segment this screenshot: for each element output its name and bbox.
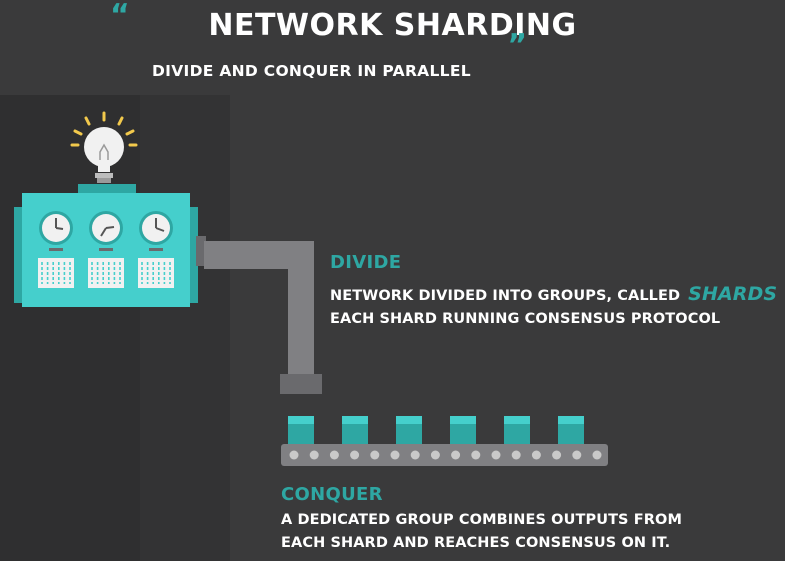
clock-gauge-icon [39, 211, 73, 251]
shard-block [396, 416, 422, 444]
conveyor-roller [511, 450, 521, 460]
conveyor-roller [552, 450, 562, 460]
conveyor-roller [572, 450, 582, 460]
conveyor-roller [390, 450, 400, 460]
conquer-line-2: EACH SHARD AND REACHES CONSENSUS ON IT. [281, 535, 671, 551]
conveyor-roller [531, 450, 541, 460]
conveyor-roller [491, 450, 501, 460]
background-shape [0, 95, 140, 561]
grid-panel-icon [38, 258, 174, 288]
conveyor-roller [592, 450, 602, 460]
conveyor-roller [309, 450, 319, 460]
conquer-line-1: A DEDICATED GROUP COMBINES OUTPUTS FROM [281, 512, 682, 528]
pipe [204, 241, 322, 394]
conveyor-roller [289, 450, 299, 460]
shard-block [288, 416, 314, 444]
shards-emphasis: SHARDS [688, 283, 778, 305]
conveyor-roller [370, 450, 380, 460]
grid-panel-icon [88, 258, 124, 288]
clock-gauge-icon [139, 211, 173, 251]
conquer-heading: CONQUER [281, 484, 383, 505]
conveyor-roller [410, 450, 420, 460]
divide-line-1: NETWORK DIVIDED INTO GROUPS, CALLED SHARD… [330, 283, 777, 308]
grid-panel-icon [38, 258, 74, 288]
page-subtitle: DIVIDE AND CONQUER IN PARALLEL [152, 62, 471, 80]
conveyor-roller [430, 450, 440, 460]
shard-block [504, 416, 530, 444]
shard-machine [14, 184, 206, 307]
clock-gauge-icon [89, 211, 123, 251]
shard-block [450, 416, 476, 444]
conveyor-roller [350, 450, 360, 460]
shard-blocks [288, 416, 584, 444]
conveyor-roller [451, 450, 461, 460]
divide-heading: DIVIDE [330, 252, 402, 273]
open-quote: “ [110, 0, 130, 33]
divide-line-1-text: NETWORK DIVIDED INTO GROUPS, CALLED [330, 288, 681, 304]
conquer-text: A DEDICATED GROUP COMBINES OUTPUTS FROM … [281, 509, 682, 555]
conveyor-roller [329, 450, 339, 460]
shard-block [558, 416, 584, 444]
shard-block [342, 416, 368, 444]
divide-line-2: EACH SHARD RUNNING CONSENSUS PROTOCOL [330, 311, 721, 327]
conveyor-belt [281, 444, 608, 466]
divide-text: NETWORK DIVIDED INTO GROUPS, CALLED SHARD… [330, 283, 777, 331]
page-title: NETWORK SHARDING [208, 8, 577, 43]
close-quote: „ [508, 12, 528, 47]
grid-panel-icon [138, 258, 174, 288]
conveyor-roller [471, 450, 481, 460]
light-bulb-icon [70, 111, 138, 183]
